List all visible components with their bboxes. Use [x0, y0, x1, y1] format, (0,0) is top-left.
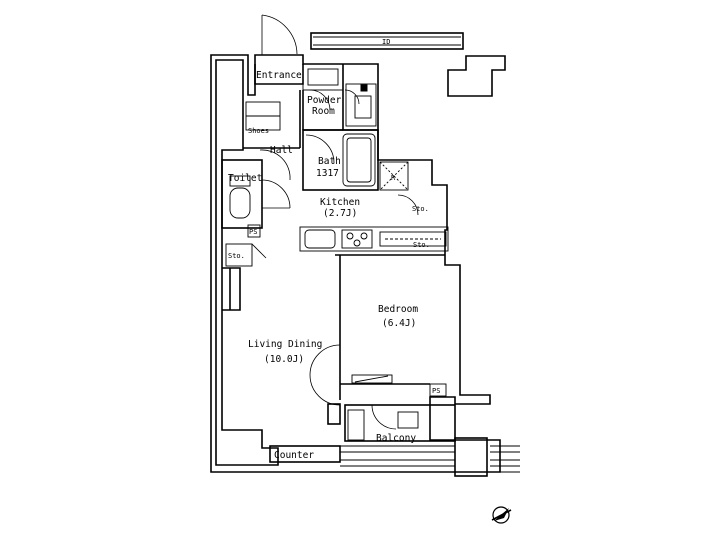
top-mark-label: ID [382, 38, 390, 46]
bath-label: Bath [318, 156, 341, 167]
powder-room-label: Powder [307, 95, 342, 106]
storage-mark-2: Sto. [412, 205, 429, 213]
outer-walls [210, 54, 501, 473]
bedroom-size-label: (6.4J) [382, 318, 416, 329]
bedroom-label: Bedroom [378, 304, 418, 315]
toilet-area [221, 159, 291, 267]
balcony-label: Balcony [376, 433, 416, 444]
entrance-label: Entrance [256, 70, 302, 81]
counter-label: Counter [274, 450, 314, 461]
hall-area [243, 90, 301, 181]
bath-size-label: 1317 [316, 168, 339, 179]
living-dining-size-label: (10.0J) [264, 354, 304, 365]
top-corridor: ID [310, 32, 506, 97]
counter-area [269, 445, 341, 463]
north-arrow-icon [491, 506, 512, 524]
storage-mark-1: Sto. [228, 252, 245, 260]
ps-mark-1: PS [249, 228, 257, 236]
living-dining-label: Living Dining [248, 339, 322, 350]
balcony-column [454, 437, 520, 477]
hall-label: Hall [270, 145, 293, 156]
storage-mark-3: Sto. [413, 241, 430, 249]
refrigerator-mark: R [391, 174, 396, 182]
balcony-area [327, 403, 456, 442]
toilet-label: Toilet [228, 173, 262, 184]
bedroom-area [309, 254, 447, 406]
bath-area [302, 129, 379, 191]
powder-room-label-2: Room [312, 106, 335, 117]
balcony-railing [340, 445, 455, 467]
ps-mark-2: PS [432, 387, 440, 395]
kitchen-size-label: (2.7J) [323, 208, 357, 219]
kitchen-area [299, 161, 449, 252]
shoes-label: Shoes [248, 127, 269, 135]
kitchen-label: Kitchen [320, 197, 360, 208]
